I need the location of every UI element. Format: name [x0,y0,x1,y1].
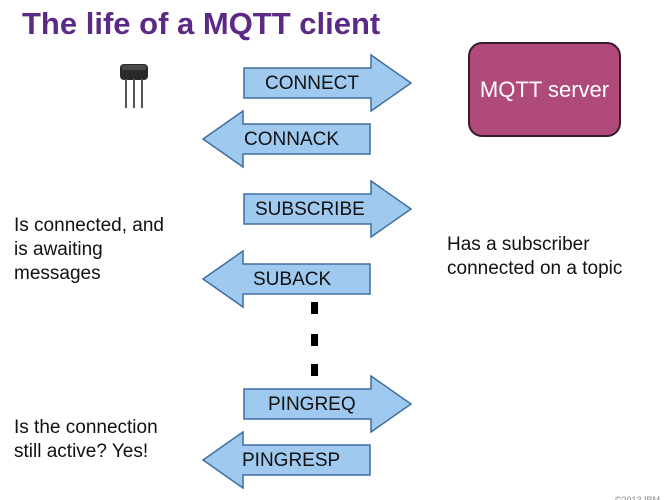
subscribe-arrow: SUBSCRIBE [243,179,413,239]
left-arrow-shape [201,249,371,309]
suback-arrow: SUBACK [201,249,372,309]
client-ping-note: Is the connection still active? Yes! [14,416,158,464]
note-line: still active? Yes! [14,441,149,462]
footer-copyright: ©2013 IBM [614,495,660,500]
note-line: messages [14,263,101,284]
transistor-device-icon [120,64,148,108]
left-arrow-shape [201,109,371,169]
connack-label: CONNACK [244,129,340,150]
right-arrow-shape [243,53,413,113]
right-arrow-shape [243,374,413,434]
client-connected-note: Is connected, and is awaiting messages [14,214,164,286]
mqtt-server-box: MQTT server [468,42,621,137]
connect-arrow: CONNECT [243,53,413,113]
server-subscriber-note: Has a subscriber connected on a topic [447,233,622,281]
pingreq-label: PINGREQ [268,394,356,415]
note-line: Has a subscriber [447,234,590,255]
mqtt-server-label: MQTT server [479,76,610,102]
connect-label: CONNECT [265,73,359,94]
suback-label: SUBACK [253,269,332,290]
time-gap-dots [311,302,319,378]
left-arrow-shape [201,430,371,490]
connack-arrow: CONNACK [201,109,372,169]
note-line: Is connected, and [14,215,164,236]
right-arrow-shape [243,179,413,239]
pingresp-label: PINGRESP [242,450,341,471]
pingresp-arrow: PINGRESP [201,430,372,490]
slide-title: The life of a MQTT client [22,6,381,41]
note-line: is awaiting [14,239,103,260]
note-line: connected on a topic [447,258,623,279]
pingreq-arrow: PINGREQ [243,374,413,434]
subscribe-label: SUBSCRIBE [255,199,365,220]
note-line: Is the connection [14,417,158,438]
